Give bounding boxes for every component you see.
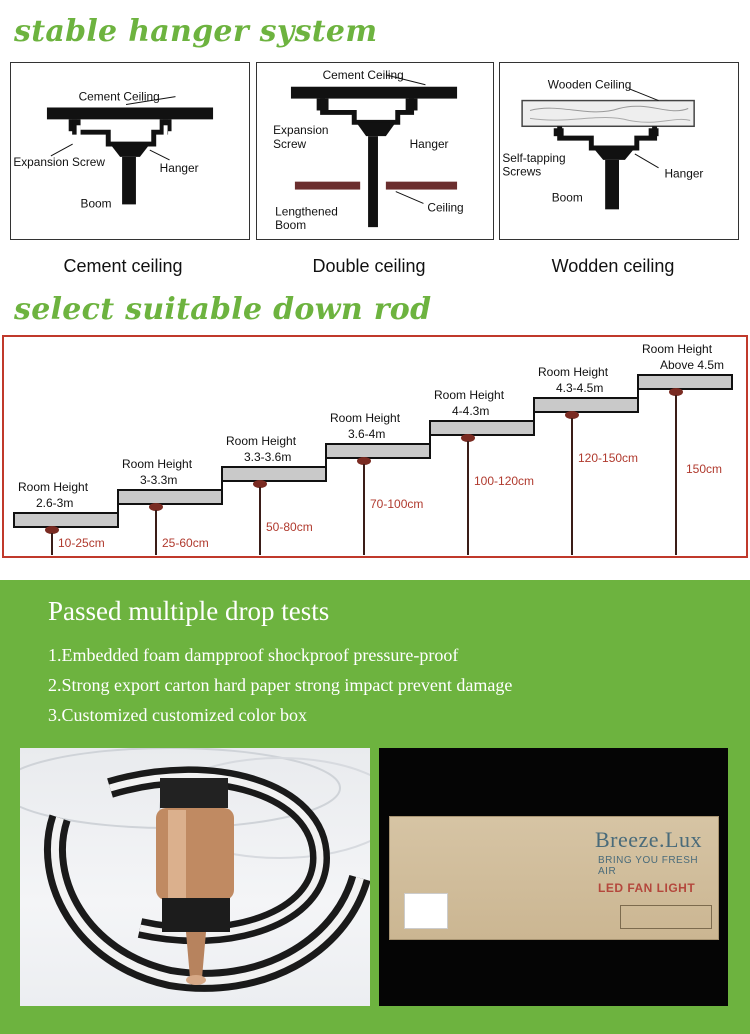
downrod-section-title: select suitable down rod: [14, 292, 432, 327]
boom-label: Boom: [81, 196, 112, 210]
hanger-section-title: stable hanger system: [14, 14, 378, 49]
expansion-screw-label: Expansion Screw: [13, 155, 105, 169]
boom-label: Boom: [552, 190, 583, 204]
double-ceiling-caption: Double ceiling: [312, 256, 426, 276]
step-1-canopy: [45, 526, 59, 534]
step-4-bar: [325, 443, 431, 459]
step-4-canopy: [357, 457, 371, 465]
product-name-text: LED FAN LIGHT: [598, 881, 696, 895]
hanger-label: Hanger: [160, 161, 199, 175]
step-1-downrod-length: 10-25cm: [58, 536, 105, 550]
double-ceiling-diagram: Cement Ceiling Expansion Screw Hanger Le…: [256, 62, 494, 240]
step-2-room-height: 3-3.3m: [140, 473, 177, 487]
step-7-room-label: Room Height: [642, 342, 713, 356]
step-5-bar: [429, 420, 535, 436]
step-6-room-label: Room Height: [538, 365, 609, 379]
step-5-downrod-length: 100-120cm: [474, 474, 534, 488]
brand-logo-text: Breeze.Lux: [595, 827, 702, 852]
drop-test-title: Passed multiple drop tests: [48, 596, 330, 626]
step-1-room-height: 2.6-3m: [36, 496, 73, 510]
cement-ceiling-diagram: Cement Ceiling Expansion Screw Hanger Bo…: [10, 62, 250, 240]
step-6-canopy: [565, 411, 579, 419]
step-2-canopy: [149, 503, 163, 511]
step-3-room-label: Room Height: [226, 434, 297, 448]
carton-label-box: [620, 905, 712, 929]
brand-slogan: BRING YOU FRESH AIR: [598, 855, 699, 877]
step-4-downrod-length: 70-100cm: [370, 497, 423, 511]
cement-ceiling-label: Cement Ceiling: [79, 90, 160, 104]
hanger-label: Hanger: [410, 137, 449, 151]
step-6-bar: [533, 397, 639, 413]
step-6-downrod-length: 120-150cm: [578, 451, 638, 465]
step-3-room-height: 3.3-3.6m: [244, 450, 291, 464]
drop-test-item-3: 3.Customized customized color box: [48, 705, 307, 725]
step-5-room-label: Room Height: [434, 388, 505, 402]
step-3-downrod-length: 50-80cm: [266, 520, 313, 534]
carton-sticker: [404, 893, 448, 929]
step-7-downrod-length: 150cm: [686, 462, 722, 476]
hanger-label: Hanger: [664, 167, 703, 181]
screws-label: Screws: [502, 165, 541, 179]
step-5-room-height: 4-4.3m: [452, 404, 489, 418]
step-1-bar: [13, 512, 119, 528]
self-tapping-label: Self-tapping: [502, 151, 565, 165]
step-3-canopy: [253, 480, 267, 488]
lengthened-label: Lengthened: [275, 204, 338, 218]
carton-box: Breeze.Lux BRING YOU FRESH AIR LED FAN L…: [389, 816, 719, 940]
fan-light-product-photo: [20, 748, 370, 1006]
step-7-bar: [637, 374, 733, 390]
wooden-ceiling-diagram: Wooden Ceiling Self-tapping Screws Hange…: [499, 62, 739, 240]
cement-ceiling-caption: Cement ceiling: [63, 256, 183, 276]
step-7-canopy: [669, 388, 683, 396]
step-5-canopy: [461, 434, 475, 442]
step-2-downrod-length: 25-60cm: [162, 536, 209, 550]
step-3-bar: [221, 466, 327, 482]
step-1-room-label: Room Height: [18, 480, 89, 494]
step-2-room-label: Room Height: [122, 457, 193, 471]
step-4-room-height: 3.6-4m: [348, 427, 385, 441]
cement-ceiling-label: Cement Ceiling: [323, 68, 404, 82]
step-2-bar: [117, 489, 223, 505]
drop-test-item-1: 1.Embedded foam dampproof shockproof pre…: [48, 645, 459, 665]
screw-label: Screw: [273, 137, 306, 151]
carton-box-photo: Breeze.Lux BRING YOU FRESH AIR LED FAN L…: [379, 748, 728, 1006]
wooden-ceiling-caption: Wodden ceiling: [551, 256, 675, 276]
drop-test-item-2: 2.Strong export carton hard paper strong…: [48, 675, 513, 695]
wooden-ceiling-label: Wooden Ceiling: [548, 78, 632, 92]
ceiling-label: Ceiling: [427, 200, 463, 214]
step-7-room-height: Above 4.5m: [660, 358, 724, 372]
expansion-label: Expansion: [273, 123, 328, 137]
downrod-staircase-diagram: Room Height 2.6-3m 10-25cm Room Height 3-3.3…: [2, 335, 748, 558]
step-4-room-label: Room Height: [330, 411, 401, 425]
step-6-room-height: 4.3-4.5m: [556, 381, 603, 395]
boom-label: Boom: [275, 218, 306, 232]
